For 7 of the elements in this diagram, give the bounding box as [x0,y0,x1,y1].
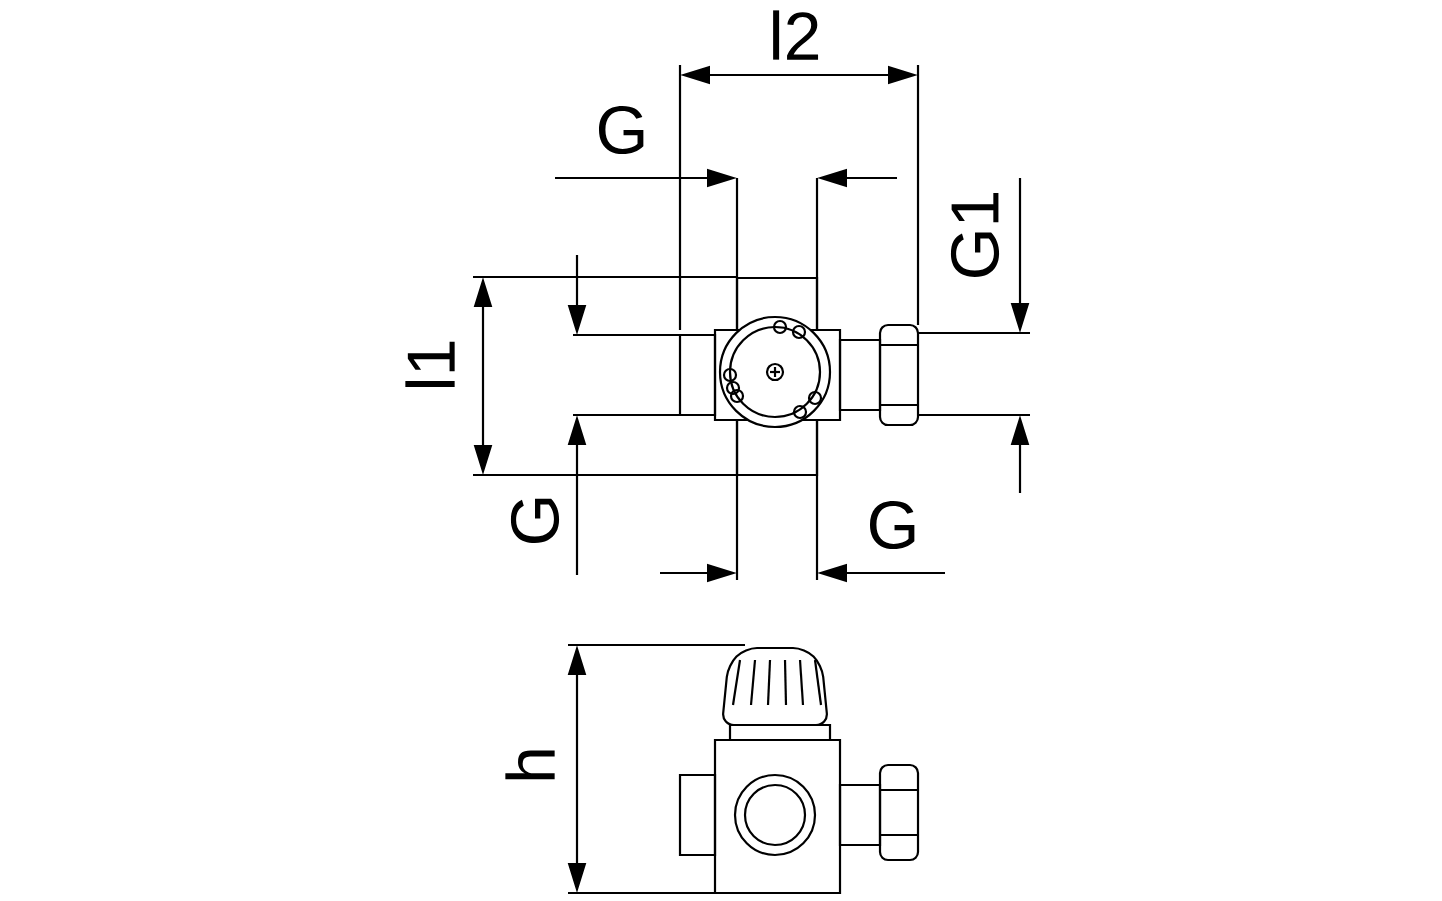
dimension-label: h [505,750,555,780]
dimension-label: G [599,105,644,155]
dimension-label: G [870,500,915,550]
dimension-label: G [510,498,560,544]
dimension-label: l1 [405,341,455,387]
dimension-label: l2 [773,10,819,60]
dimension-label: G1 [950,192,1000,277]
